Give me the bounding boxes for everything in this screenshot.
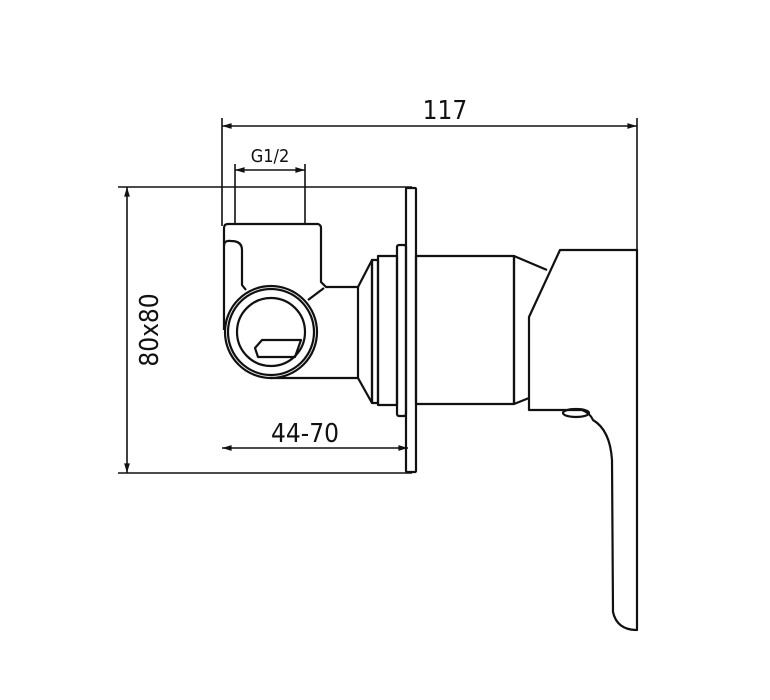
dimension-thread: G1/2 [234, 146, 306, 224]
valve-body [222, 222, 360, 380]
overall-length-label: 117 [423, 96, 468, 126]
thread-size-label: G1/2 [251, 146, 290, 167]
wall-depth-label: 44-70 [271, 419, 339, 449]
plate-size-label: 80x80 [135, 293, 165, 366]
dimension-wall-depth: 44-70 [222, 419, 408, 451]
dimension-plate: 80x80 [118, 186, 412, 474]
dimension-overall-length: 117 [221, 96, 638, 250]
valve-cone-flange [357, 186, 418, 474]
lever-handle [527, 248, 639, 632]
valve-sleeve [414, 254, 548, 406]
